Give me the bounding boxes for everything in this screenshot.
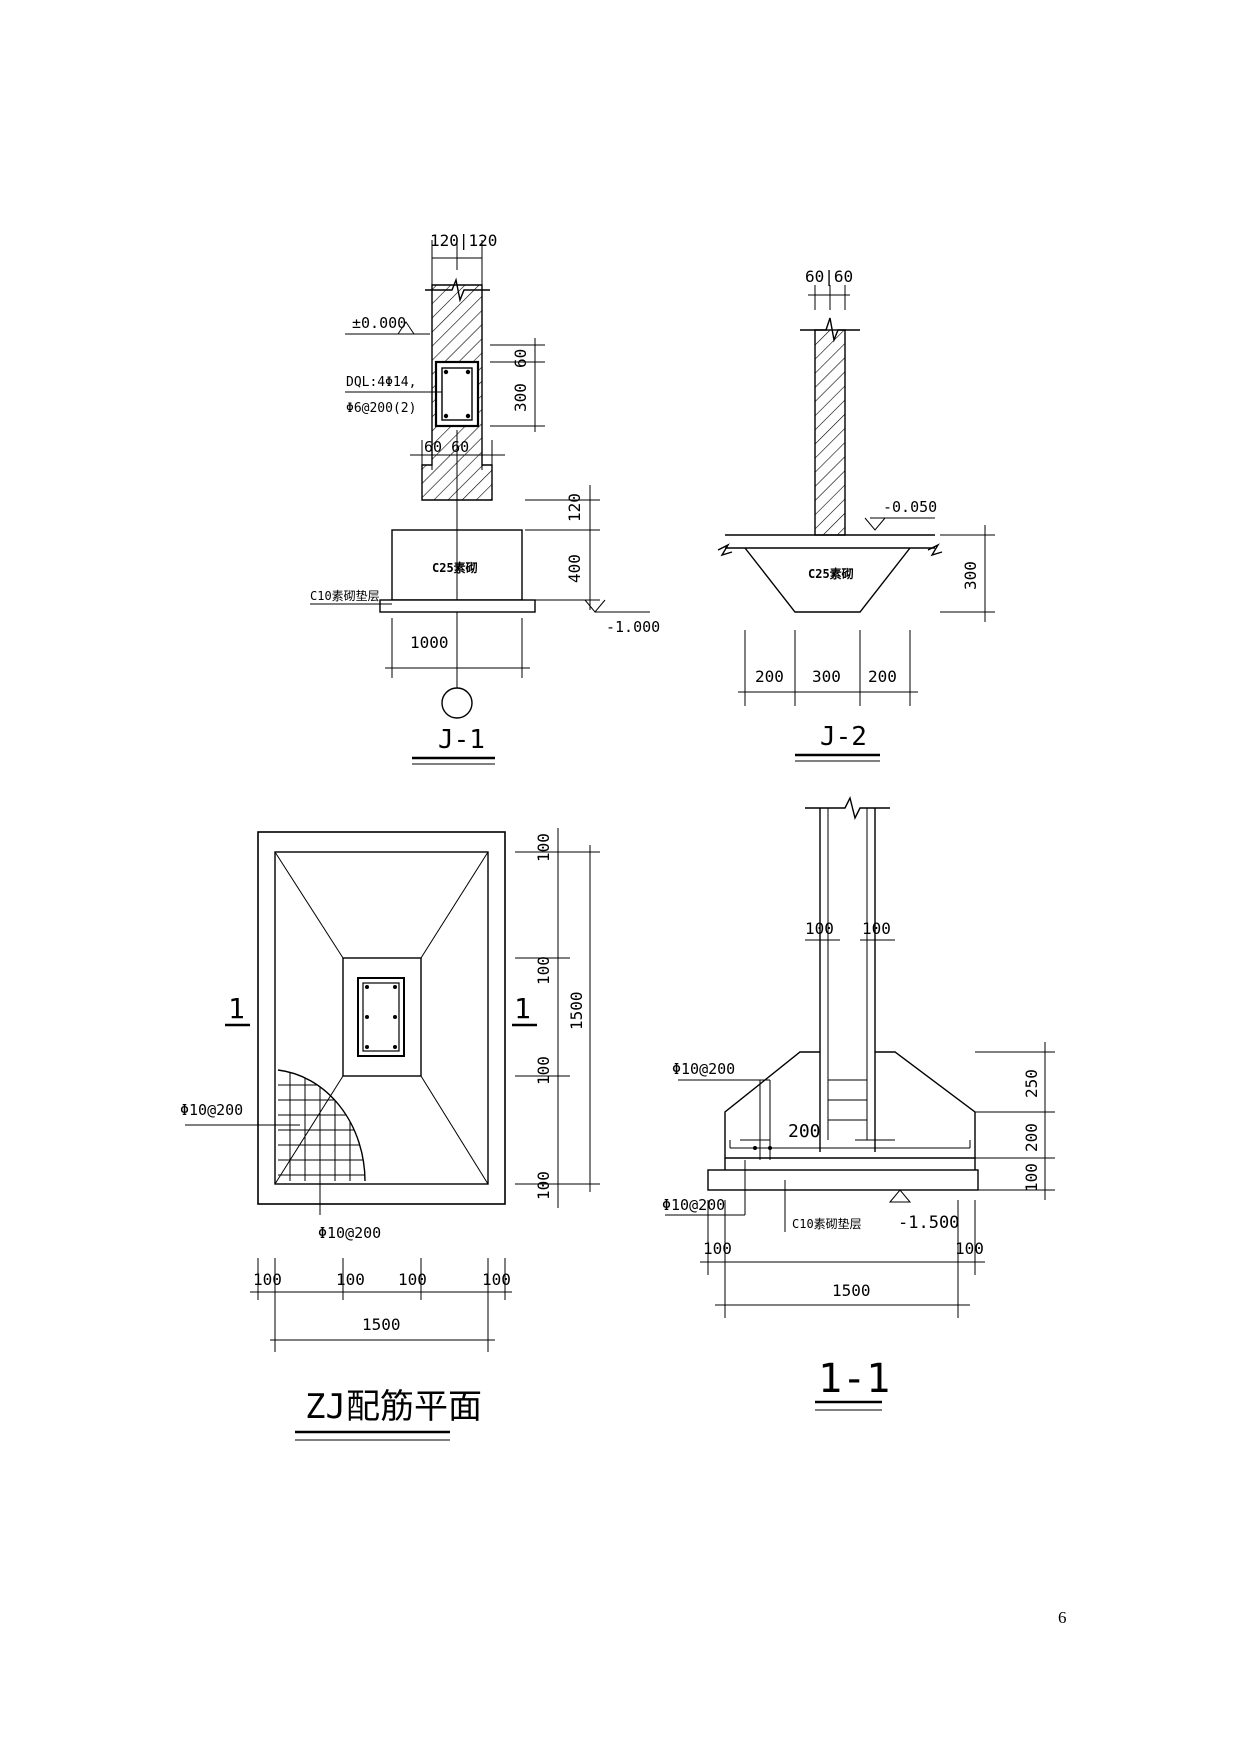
zj-dim-bottom-3: 100 xyxy=(398,1270,427,1289)
j2-footing xyxy=(744,547,911,613)
j2-dim-300: 300 xyxy=(961,561,980,590)
j2-c25-label: C25素砌 xyxy=(808,566,854,581)
j1-beam-label-1: DQL:4Φ14, xyxy=(346,375,416,390)
zj-dim-bottom-1: 100 xyxy=(253,1270,282,1289)
zj-dim-right-3: 100 xyxy=(534,1056,553,1085)
j1-top-dim: 120|120 xyxy=(430,231,497,250)
detail-section-1-1: 100 100 Φ10@200 200 250 200 100 Φ10@200 … xyxy=(662,795,1055,1411)
zj-column-plinth xyxy=(342,957,422,1077)
s11-dim-right-2: 200 xyxy=(1022,1123,1041,1152)
j1-level-zero: ±0.000 xyxy=(352,314,406,332)
j1-dim-offsets: 60 60 xyxy=(424,438,469,456)
s11-level: -1.500 xyxy=(898,1213,959,1233)
s11-dim-right-1: 250 xyxy=(1022,1069,1041,1098)
j2-dim-bottom-2: 300 xyxy=(812,667,841,686)
s11-dim-200-inner: 200 xyxy=(788,1121,821,1142)
s11-dim-top-2: 100 xyxy=(862,919,891,938)
s11-break-line xyxy=(805,795,890,821)
s11-dim-right-3: 100 xyxy=(1022,1163,1041,1192)
j1-break-line xyxy=(425,277,490,303)
zj-section-mark-right: 1 xyxy=(514,992,531,1025)
j1-cushion xyxy=(379,599,536,613)
j1-dim-120: 120 xyxy=(565,493,584,522)
zj-column xyxy=(357,977,405,1057)
zj-dim-right-4: 100 xyxy=(534,1171,553,1200)
j1-level-marker xyxy=(397,321,415,335)
zj-dim-right-2: 100 xyxy=(534,956,553,985)
s11-rebar-top: Φ10@200 xyxy=(672,1060,735,1078)
j1-c10-label: C10素砌垫层 xyxy=(310,588,380,603)
j1-dim-width: 1000 xyxy=(410,633,449,652)
detail-j1: 120|120 ±0.000 DQL:4Φ14, Φ6@200(2) 60 30… xyxy=(310,231,660,765)
s11-level-marker xyxy=(888,1189,912,1203)
zj-rebar-label-left: Φ10@200 xyxy=(180,1101,243,1119)
s11-footing xyxy=(724,1051,976,1159)
detail-zj-plan: 1 1 Φ10@200 Φ10@200 100 100 100 100 1500… xyxy=(180,828,600,1441)
zj-dim-bottom-4: 100 xyxy=(482,1270,511,1289)
page-number: 6 xyxy=(1058,1608,1067,1627)
zj-dim-right-total: 1500 xyxy=(567,991,586,1030)
j2-dim-bottom-1: 200 xyxy=(755,667,784,686)
s11-dim-top-1: 100 xyxy=(805,919,834,938)
detail-j2: 60|60 C25素砌 -0.050 300 200 300 200 J-2 xyxy=(717,267,995,762)
j1-beam-label-2: Φ6@200(2) xyxy=(346,401,416,416)
j2-level: -0.050 xyxy=(883,498,937,516)
j2-top-dim: 60|60 xyxy=(805,267,853,286)
j2-wall-section xyxy=(814,329,846,536)
zj-rebar-label-bottom: Φ10@200 xyxy=(318,1224,381,1242)
zj-inner-outline xyxy=(274,851,489,1185)
s11-rebar-bottom: Φ10@200 xyxy=(662,1196,725,1214)
j2-break-line xyxy=(800,317,860,343)
j1-dim-400: 400 xyxy=(565,554,584,583)
j1-axis-bubble xyxy=(441,687,473,719)
j2-title: J-2 xyxy=(820,722,867,752)
s11-dim-bottom-1: 100 xyxy=(703,1239,732,1258)
zj-rebar-grid xyxy=(277,1069,366,1182)
j2-dim-bottom-3: 200 xyxy=(868,667,897,686)
j1-level-bottom: -1.000 xyxy=(606,618,660,636)
j1-dim-300: 300 xyxy=(511,383,530,412)
s11-c10-label: C10素砌垫层 xyxy=(792,1216,862,1231)
j1-ring-beam xyxy=(434,360,480,428)
zj-dim-bottom-total: 1500 xyxy=(362,1315,401,1334)
zj-title: ZJ配筋平面 xyxy=(305,1387,482,1427)
j1-c25-label: C25素砌 xyxy=(432,560,478,575)
zj-dim-right-1: 100 xyxy=(534,833,553,862)
zj-section-mark-left: 1 xyxy=(228,992,245,1025)
s11-cushion xyxy=(707,1169,979,1191)
s11-dim-total: 1500 xyxy=(832,1281,871,1300)
s11-title: 1-1 xyxy=(818,1356,890,1402)
j1-title: J-1 xyxy=(438,725,485,755)
zj-outer-outline xyxy=(257,831,506,1205)
s11-dim-bottom-2: 100 xyxy=(955,1239,984,1258)
zj-dim-bottom-2: 100 xyxy=(336,1270,365,1289)
j1-dim-60: 60 xyxy=(511,349,530,368)
